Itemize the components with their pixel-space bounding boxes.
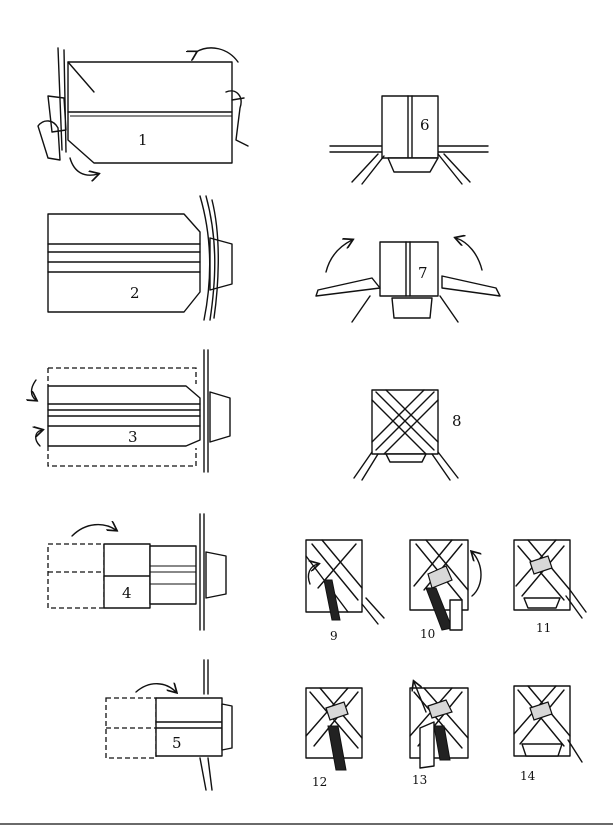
step-12-figure: 12 (305, 687, 363, 789)
step-3-figure: 3 (32, 349, 231, 473)
step-2-number: 2 (130, 284, 140, 302)
step-13-number: 13 (412, 773, 427, 787)
step-12-number: 12 (312, 775, 327, 789)
step-9-figure: 9 (305, 539, 385, 643)
step-7-figure: 7 (315, 238, 501, 323)
step-1-figure: 1 (37, 47, 249, 175)
step-8-figure: 8 (353, 389, 462, 481)
step-10-number: 10 (420, 627, 435, 641)
step-11-figure: 11 (513, 539, 587, 635)
step-2-figure: 2 (47, 195, 233, 321)
step-6-number: 6 (420, 116, 430, 134)
step-5-figure: 5 (105, 659, 233, 791)
step-5-number: 5 (172, 734, 182, 752)
step-6-figure: 6 (329, 95, 489, 185)
step-8-number: 8 (452, 412, 462, 430)
step-11-number: 11 (536, 621, 551, 635)
step-13-figure: 13 (409, 682, 469, 787)
step-1-number: 1 (138, 131, 148, 149)
step-9-number: 9 (330, 629, 338, 643)
step-4-number: 4 (122, 584, 132, 602)
step-4-figure: 4 (47, 513, 227, 631)
step-3-number: 3 (128, 428, 138, 446)
step-14-figure: 14 (513, 685, 583, 783)
step-14-number: 14 (520, 769, 536, 783)
step-10-figure: 10 (409, 539, 481, 641)
step-7-number: 7 (418, 264, 428, 282)
